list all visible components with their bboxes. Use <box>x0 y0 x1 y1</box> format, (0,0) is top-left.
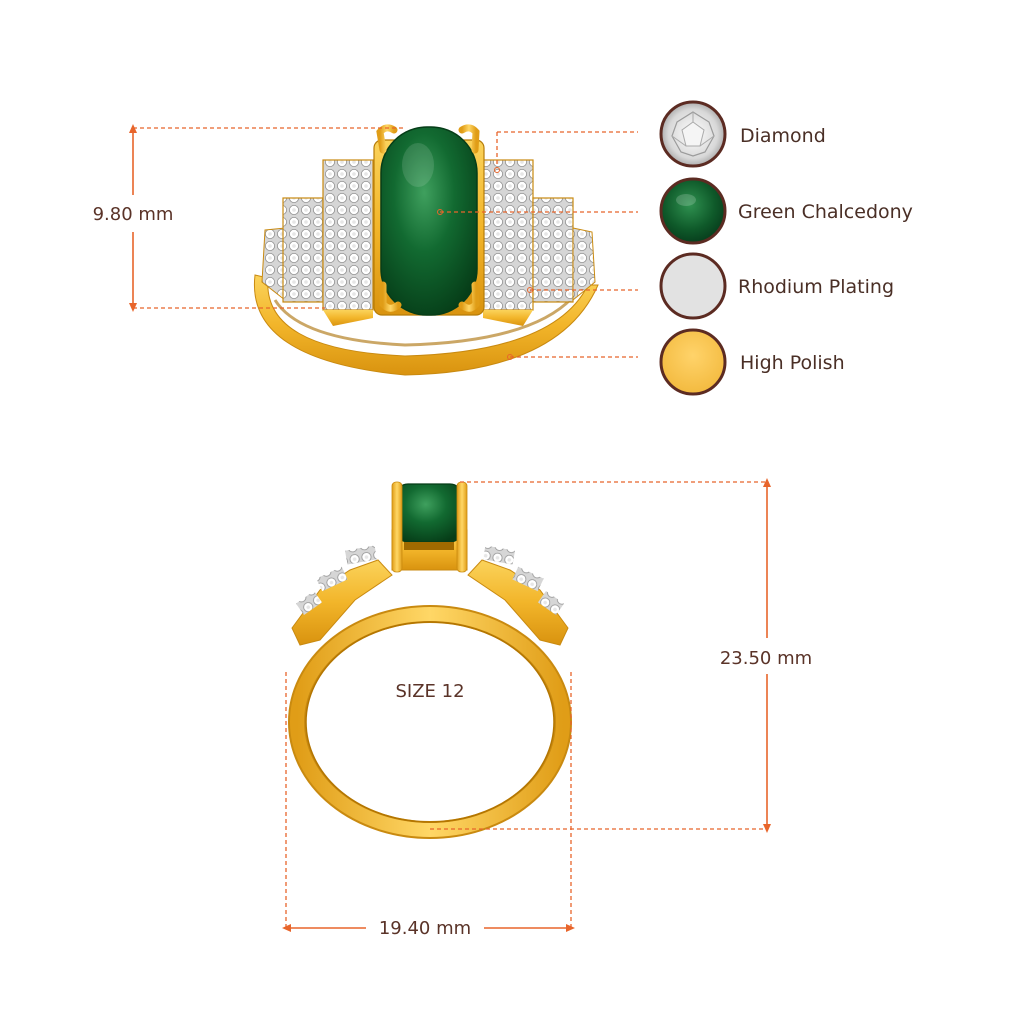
legend-label-diamond: Diamond <box>740 125 826 147</box>
right-inner-pave <box>482 159 534 311</box>
ring-size-label: SIZE 12 <box>395 681 464 702</box>
side-height-label: 23.50 mm <box>720 648 812 669</box>
green-chalcedony-stone <box>380 126 478 316</box>
ring-side-view <box>288 481 572 839</box>
side-height-dimension: 23.50 mm <box>430 478 812 833</box>
left-outer-pave <box>282 197 324 303</box>
legend-label-green-chalcedony: Green Chalcedony <box>738 201 913 223</box>
top-height-label: 9.80 mm <box>93 204 174 225</box>
rhodium-swatch-icon <box>659 252 727 320</box>
left-inner-pave <box>322 159 374 311</box>
legend: Diamond Green Chalcedony Rhodium Plating… <box>659 100 913 396</box>
side-width-label: 19.40 mm <box>379 918 471 939</box>
green-chalcedony-swatch-icon <box>659 177 727 245</box>
top-height-dimension: 9.80 mm <box>93 124 405 312</box>
legend-label-high-polish: High Polish <box>740 352 845 374</box>
legend-item-rhodium-plating: Rhodium Plating <box>659 252 894 320</box>
right-outer-pave <box>532 197 574 303</box>
side-width-dimension: 19.40 mm <box>282 672 575 939</box>
ring-shank <box>253 274 599 376</box>
side-view-stone <box>395 483 463 543</box>
legend-item-diamond: Diamond <box>659 100 826 168</box>
legend-label-rhodium-plating: Rhodium Plating <box>738 276 894 298</box>
legend-item-high-polish: High Polish <box>659 328 845 396</box>
high-polish-swatch-icon <box>659 328 727 396</box>
legend-item-green-chalcedony: Green Chalcedony <box>659 177 913 245</box>
ring-top-view <box>253 124 599 376</box>
legend-leaders <box>437 131 638 360</box>
